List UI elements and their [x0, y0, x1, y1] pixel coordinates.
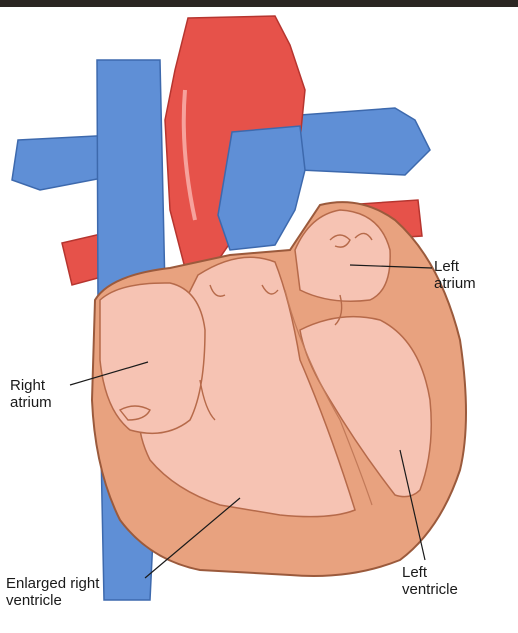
label-left-ventricle: Left ventricle — [402, 564, 458, 598]
label-left-atrium: Left atrium — [434, 258, 476, 292]
right-atrium-chamber — [100, 283, 205, 433]
pulmonary-trunk — [218, 126, 305, 250]
label-enlarged-right-ventricle: Enlarged right ventricle — [6, 575, 99, 609]
label-right-atrium: Right atrium — [10, 377, 52, 411]
